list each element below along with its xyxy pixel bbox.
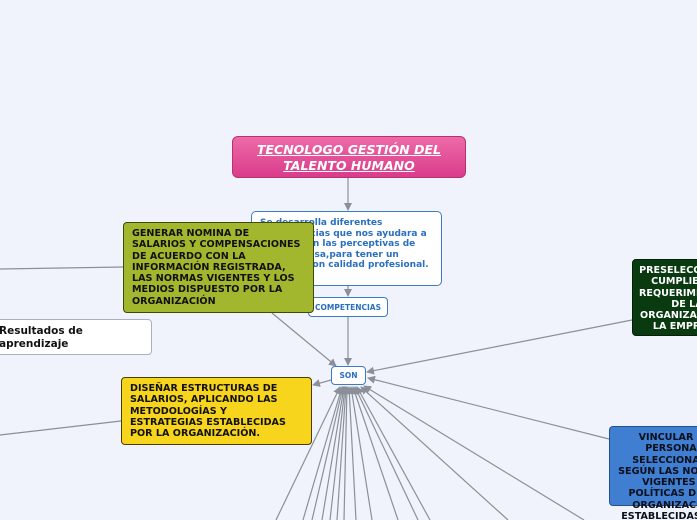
vincular-competency-node[interactable]: VINCULAR EL PERSONAL SELECCIONADO SEGÚN … [609,426,697,520]
nomina-competency-node[interactable]: GENERAR NOMINA DE SALARIOS Y COMPENSACIO… [123,222,314,313]
link-bottom-8 [345,386,357,520]
central-topic-node[interactable]: TECNOLOGO GESTIÓN DEL TALENTO HUMANO [232,136,466,178]
link-bottom-7 [342,386,351,520]
resultados-aprendizaje-node[interactable]: Resultados de aprendizaje [0,319,152,355]
link-bottom-10 [351,386,399,520]
competencias-label: COMPETENCIAS [315,303,381,312]
estructuras-text: DISEÑAR ESTRUCTURAS DE SALARIOS, APLICAN… [130,383,286,440]
preseleccion-text: PRESELECCIONAR CUMPLIENDO REQUERIMIENTOS… [639,265,697,333]
link-bottom-6 [336,386,350,520]
link-bottom-4 [321,386,347,520]
link-bottom-9 [348,386,373,520]
link-bottom-5 [329,386,349,520]
son-label: SON [339,371,358,380]
central-topic-title: TECNOLOGO GESTIÓN DEL TALENTO HUMANO [256,142,441,173]
link-bottom-12 [356,386,431,520]
son-node[interactable]: SON [331,366,366,385]
link-son-estructuras [312,379,332,387]
link-bottom-1 [275,386,341,520]
resultados-text: Resultados de aprendizaje [0,325,83,350]
link-estructuras-left [0,420,122,436]
nomina-text: GENERAR NOMINA DE SALARIOS Y COMPENSACIO… [132,228,301,307]
vincular-text: VINCULAR EL PERSONAL SELECCIONADO SEGÚN … [618,432,697,520]
link-vincular-son [367,375,610,440]
link-nomina-left [0,266,124,270]
link-bottom-14 [363,385,585,520]
competencias-node[interactable]: COMPETENCIAS [308,297,388,317]
link-preseleccion-son [366,319,633,375]
link-bottom-2 [302,386,344,520]
link-bottom-13 [360,386,509,520]
preseleccion-competency-node[interactable]: PRESELECCIONAR CUMPLIENDO REQUERIMIENTOS… [632,259,697,336]
link-nomina-son [271,312,337,367]
link-bottom-11 [354,386,419,520]
estructuras-competency-node[interactable]: DISEÑAR ESTRUCTURAS DE SALARIOS, APLICAN… [121,377,312,445]
link-bottom-3 [311,386,346,520]
